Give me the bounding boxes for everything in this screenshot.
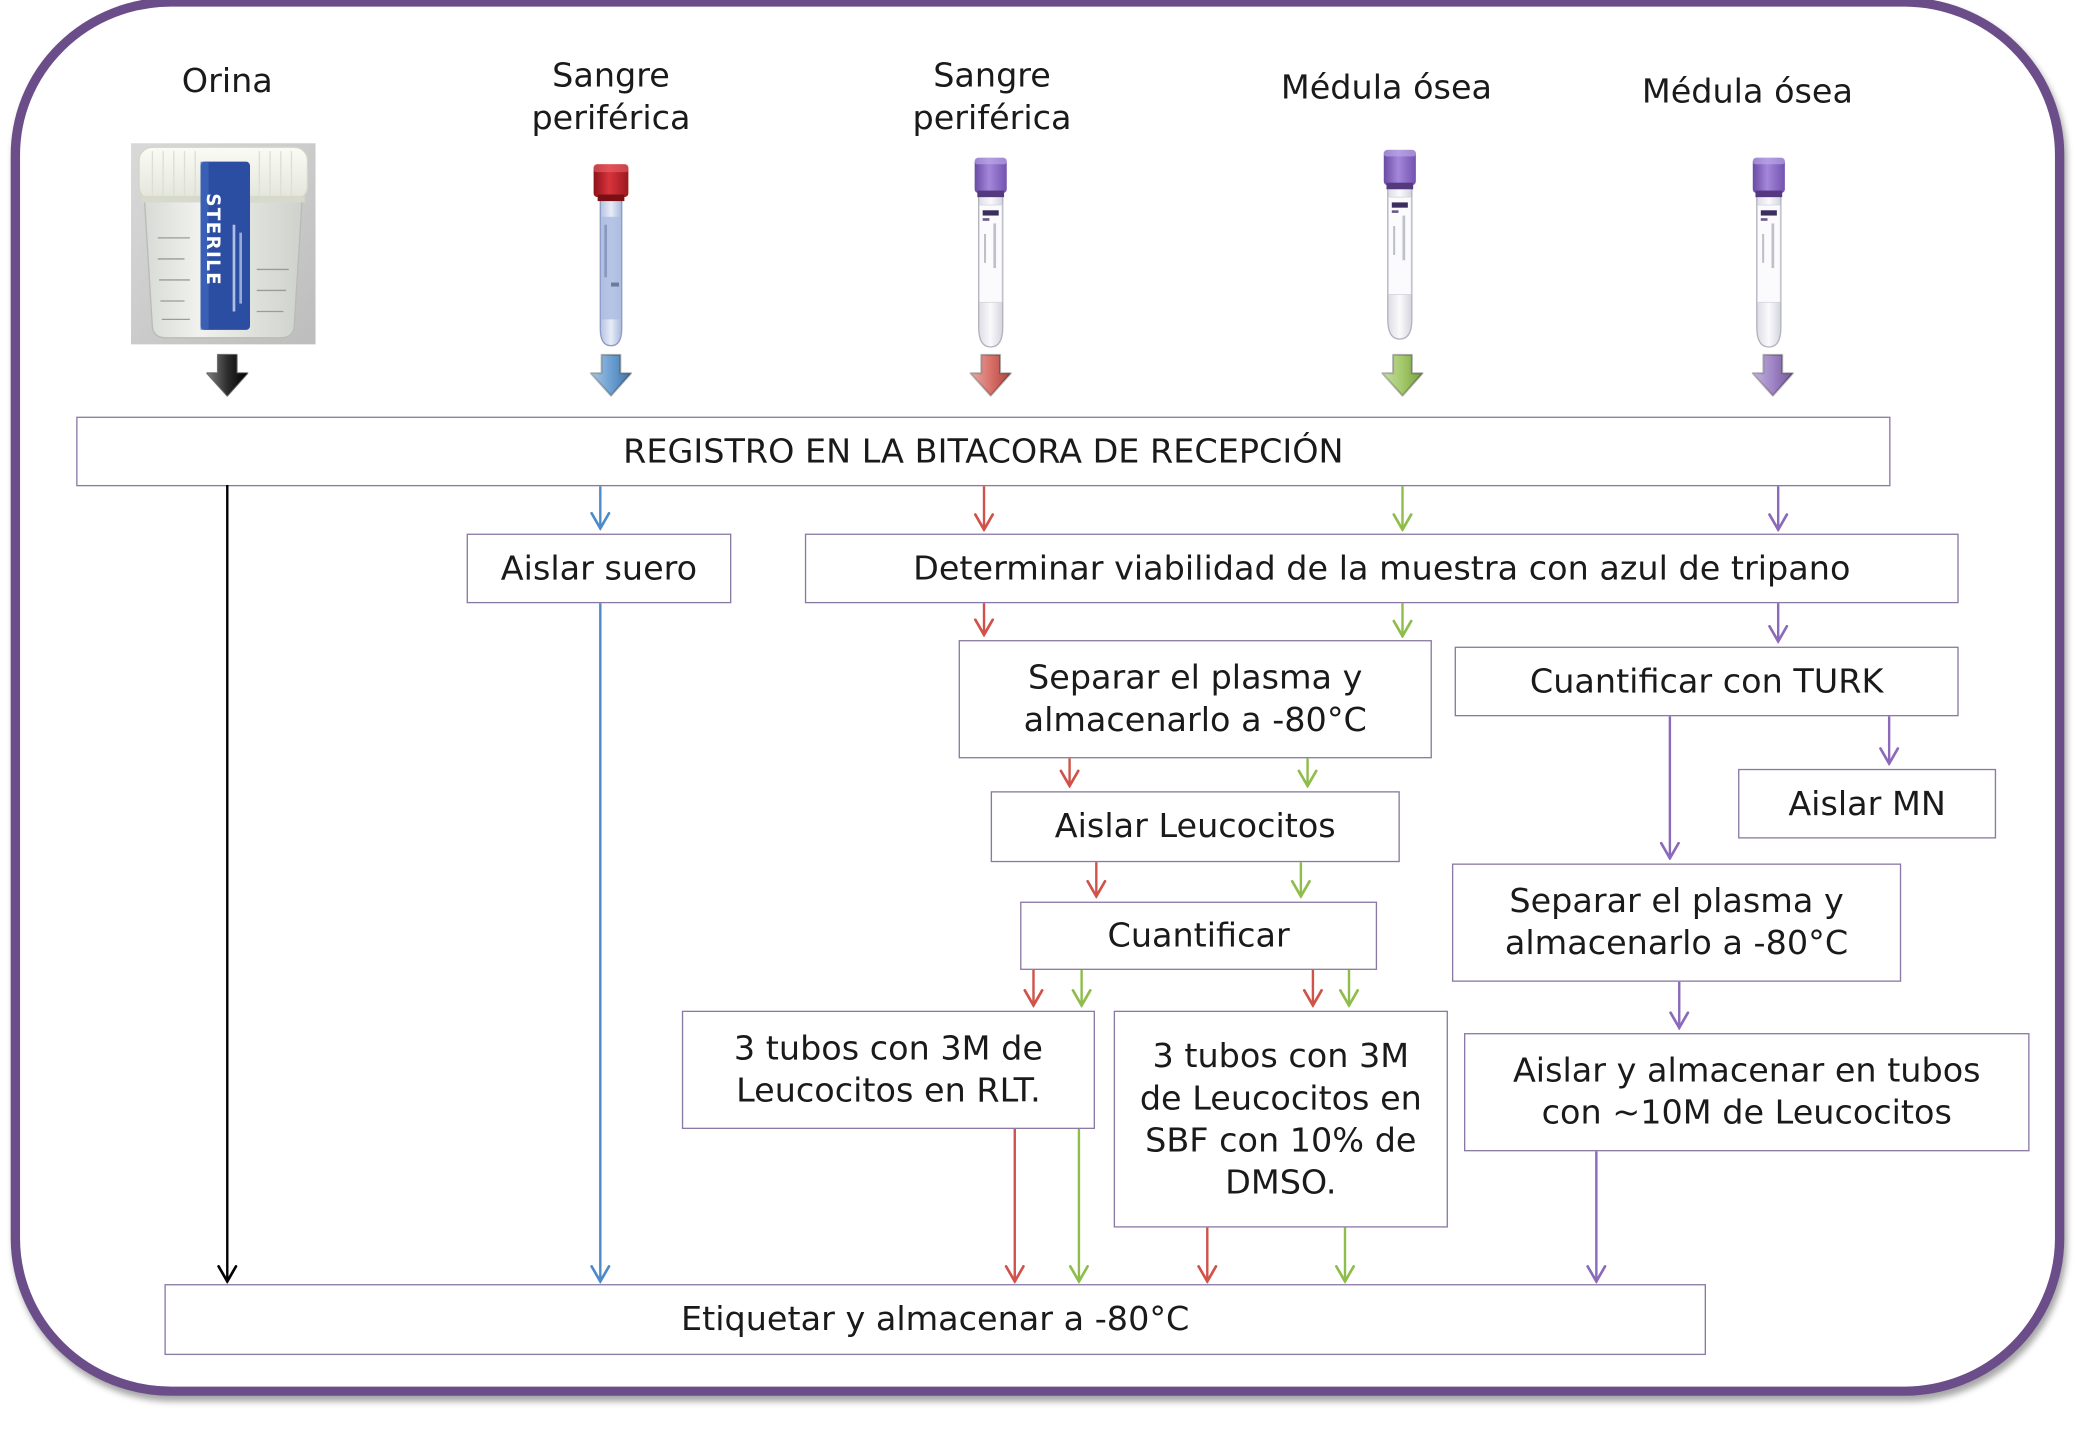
tubos-sbf-dmso-step-label: 3 tubos con 3M de Leucocitos en SBF con … [1139, 1036, 1422, 1201]
tubos-sbf-dmso-step-box: 3 tubos con 3M de Leucocitos en SBF con … [1113, 1010, 1448, 1228]
aislar-leucocitos-step-box: Aislar Leucocitos [990, 791, 1400, 863]
registro-step-box: REGISTRO EN LA BITACORA DE RECEPCIÓN [76, 416, 1891, 487]
cuantificar-turk-step-box: Cuantificar con TURK [1454, 646, 1959, 717]
purple-cap-tube-icon [974, 157, 1007, 348]
separar-plasma-step-box-1: Separar el plasma y almacenarlo a -80°C [958, 640, 1432, 759]
tubos-rlt-step-box: 3 tubos con 3M de Leucocitos en RLT. [681, 1010, 1095, 1129]
determinar-viabilidad-step-label: Determinar viabilidad de la muestra con … [913, 548, 1851, 587]
purple-cap-tube-icon [1752, 157, 1785, 348]
urine-cup-icon: STERILE [131, 143, 316, 345]
aislar-mn-step-label: Aislar MN [1788, 783, 1946, 823]
etiquetar-step-label: Etiquetar y almacenar a -80°C [681, 1299, 1190, 1338]
separar-plasma-step-label-2: Separar el plasma y almacenarlo a -80°C [1504, 881, 1849, 963]
purple-block-arrow-icon [1751, 353, 1794, 397]
aislar-almacenar-10m-step-label: Aislar y almacenar en tubos con ~10M de … [1512, 1051, 1981, 1132]
cuantificar-step-box: Cuantificar [1020, 901, 1378, 970]
urine-cup-sterile-label: STERILE [202, 193, 223, 286]
aislar-leucocitos-step-label: Aislar Leucocitos [1054, 806, 1336, 846]
cuantificar-turk-step-label: Cuantificar con TURK [1529, 661, 1884, 700]
blue-block-arrow-icon [589, 353, 633, 397]
separar-plasma-step-label-1: Separar el plasma y almacenarlo a -80°C [1023, 658, 1367, 739]
tubos-rlt-step-label: 3 tubos con 3M de Leucocitos en RLT. [733, 1029, 1043, 1110]
registro-step-label: REGISTRO EN LA BITACORA DE RECEPCIÓN [623, 431, 1344, 470]
determinar-viabilidad-step-box: Determinar viabilidad de la muestra con … [804, 533, 1959, 604]
sample-label-orina: Orina [181, 61, 273, 100]
sample-label-medula-osea-2: Médula ósea [1641, 72, 1853, 111]
sample-label-sangre-periferica-1: Sangre periférica [531, 56, 691, 137]
black-block-arrow-icon [206, 353, 249, 397]
red-block-arrow-icon [969, 353, 1012, 397]
purple-cap-tube-icon [1383, 149, 1416, 340]
aislar-almacenar-10m-step-box: Aislar y almacenar en tubos con ~10M de … [1463, 1033, 2030, 1152]
etiquetar-step-box: Etiquetar y almacenar a -80°C [164, 1284, 1706, 1356]
cuantificar-step-label: Cuantificar [1107, 916, 1290, 955]
separar-plasma-step-box-2: Separar el plasma y almacenarlo a -80°C [1451, 863, 1902, 982]
green-block-arrow-icon [1381, 353, 1424, 397]
sample-label-medula-osea-1: Médula ósea [1280, 68, 1493, 107]
aislar-mn-step-box: Aislar MN [1738, 768, 1997, 839]
aislar-suero-step-box: Aislar suero [466, 533, 732, 604]
sample-label-sangre-periferica-2: Sangre periférica [912, 56, 1072, 137]
red-cap-tube-icon [593, 164, 629, 347]
aislar-suero-step-label: Aislar suero [500, 548, 698, 587]
